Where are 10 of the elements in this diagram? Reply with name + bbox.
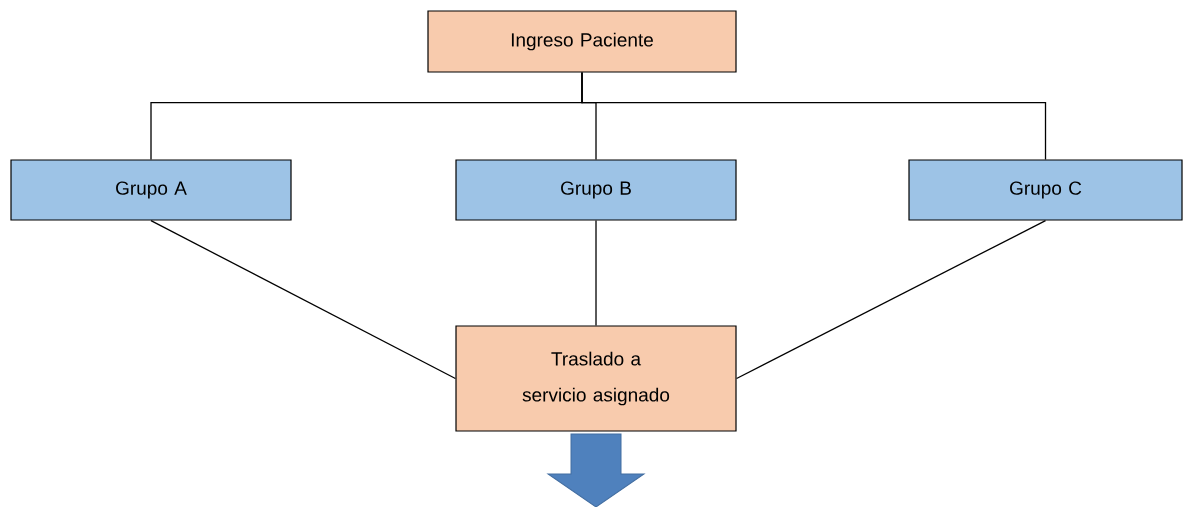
- process-box: Grupo A: [10, 159, 292, 221]
- block-arrow: [547, 433, 645, 507]
- process-box: Grupo B: [455, 159, 737, 221]
- process-box: Traslado a servicio asignado: [455, 325, 737, 432]
- connector-line: [581, 71, 1047, 161]
- connector-line: [595, 219, 597, 327]
- process-box: Ingreso Paciente: [427, 10, 737, 73]
- connector-line: [150, 219, 457, 380]
- process-box: Grupo C: [908, 159, 1183, 221]
- connector-line: [735, 219, 1047, 380]
